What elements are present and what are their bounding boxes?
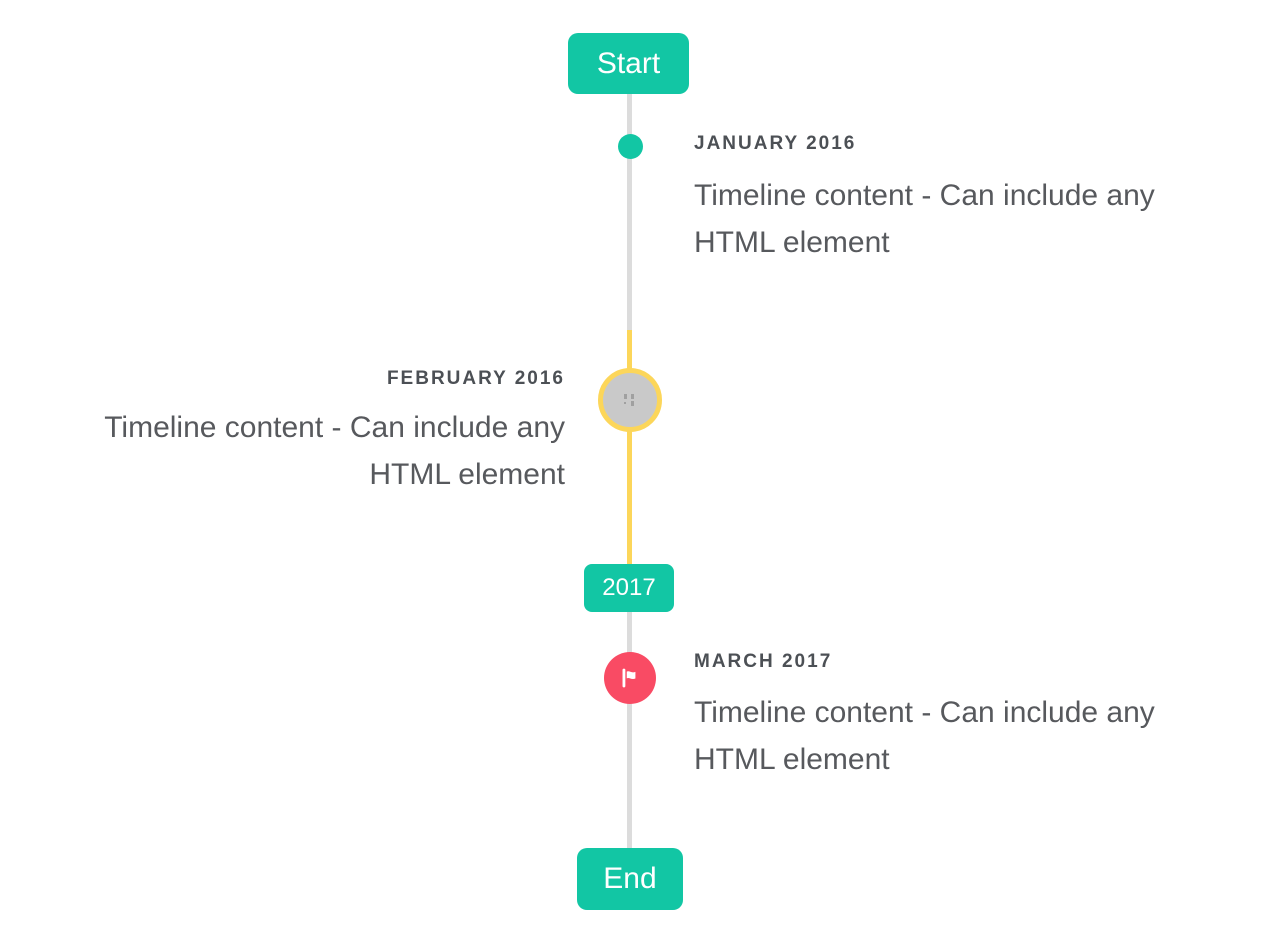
january-dot-marker[interactable] — [618, 134, 643, 159]
year-badge-2017[interactable]: 2017 — [584, 564, 674, 612]
end-badge[interactable]: End — [577, 848, 683, 910]
event-content-january: Timeline content - Can include any HTML … — [694, 179, 1155, 259]
march-flag-marker[interactable] — [604, 652, 656, 704]
timeline-line-gray-bottom — [627, 612, 632, 848]
start-badge[interactable]: Start — [568, 33, 689, 94]
broken-image-icon — [624, 394, 634, 406]
timeline-line-yellow-highlight — [627, 330, 632, 564]
event-content-march: Timeline content - Can include any HTML … — [694, 696, 1155, 776]
event-title-march: MARCH 2017 — [694, 651, 833, 672]
event-title-february: FEBRUARY 2016 — [386, 368, 565, 389]
event-title-january: JANUARY 2016 — [694, 133, 857, 154]
february-image-circle-marker[interactable] — [598, 368, 662, 432]
flag-icon — [622, 668, 636, 688]
event-content-february: Timeline content - Can include any HTML … — [104, 411, 565, 491]
timeline-line-gray-top — [627, 94, 632, 330]
